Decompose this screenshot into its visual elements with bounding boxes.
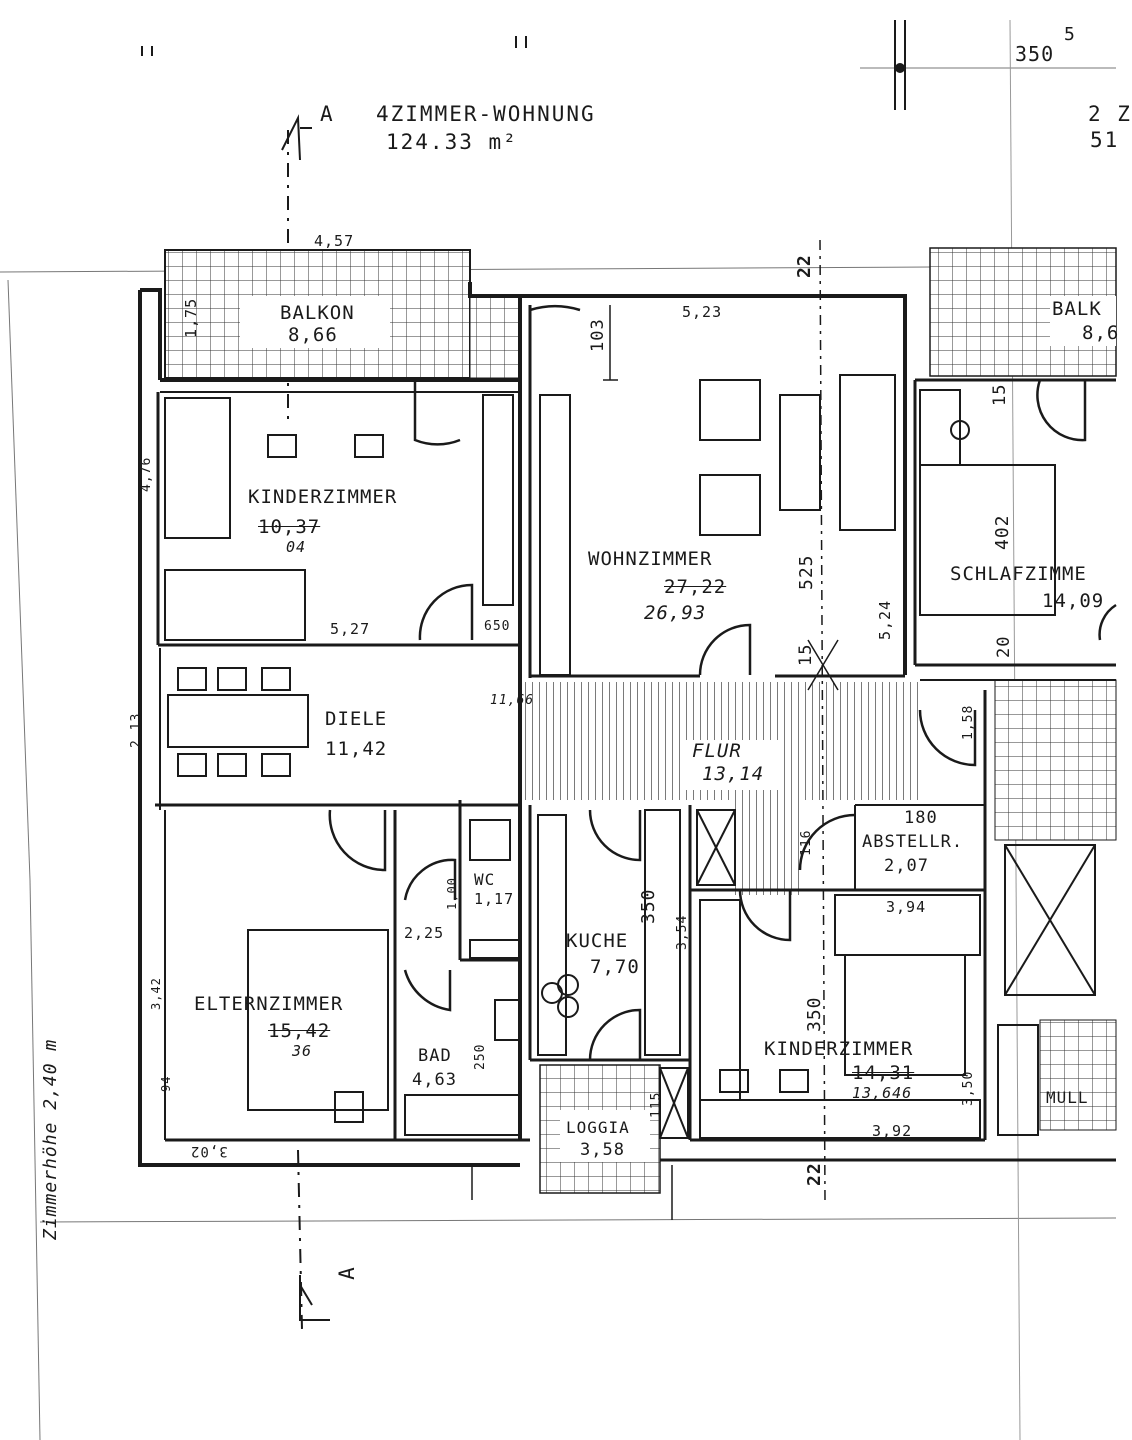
room-kuche-name: KUCHE bbox=[566, 930, 629, 952]
room-schlafzimmer-area: 14,09 bbox=[1042, 590, 1105, 612]
dim-350-kuche: 350 bbox=[638, 888, 659, 924]
room-kinderzimmer-1-area: 10,37 bbox=[258, 516, 321, 538]
dim-22-top: 22 bbox=[794, 254, 815, 278]
dim-524: 5,24 bbox=[876, 599, 894, 640]
room-balkon-name: BALKON bbox=[280, 302, 355, 324]
right-plan-title: 2 Z bbox=[1088, 102, 1132, 126]
room-wohnzimmer-name: WOHNZIMMER bbox=[588, 548, 713, 570]
room-wc-area: 1,17 bbox=[474, 890, 515, 908]
top-ticks bbox=[141, 20, 906, 110]
section-mark-top: A bbox=[320, 102, 335, 126]
room-kinderzimmer-1-corrected: 04 bbox=[286, 538, 307, 556]
dim-94: 94 bbox=[159, 1075, 173, 1092]
dim-350-kinderzimmer: 350 bbox=[804, 996, 825, 1032]
dim-476: 4,76 bbox=[139, 456, 154, 492]
room-elternzimmer-area: 15,42 bbox=[268, 1020, 331, 1042]
dim-1166: 11,66 bbox=[490, 693, 535, 708]
room-balkon-right-area: 8,6 bbox=[1082, 322, 1120, 344]
flur-hatch bbox=[520, 682, 920, 895]
room-loggia-area: 3,58 bbox=[580, 1140, 625, 1160]
room-diele-area: 11,42 bbox=[325, 738, 388, 760]
room-kinderzimmer-1-name: KINDERZIMMER bbox=[248, 486, 398, 508]
dim-394: 3,94 bbox=[886, 898, 927, 916]
room-mull-name: MULL bbox=[1046, 1088, 1089, 1107]
dim-158: 1,58 bbox=[961, 704, 976, 740]
dim-402: 402 bbox=[992, 514, 1013, 550]
dim-354: 3,54 bbox=[675, 914, 690, 950]
dim-225: 2,25 bbox=[404, 924, 445, 942]
room-balkon-area: 8,66 bbox=[288, 324, 338, 346]
dim-350-right: 3,50 bbox=[961, 1070, 976, 1106]
dim-100: 1,00 bbox=[445, 877, 459, 910]
walls bbox=[138, 282, 1116, 1167]
room-abstellr-name: ABSTELLR. bbox=[862, 832, 964, 852]
room-loggia-name: LOGGIA bbox=[566, 1118, 630, 1137]
dim-180: 180 bbox=[904, 808, 938, 828]
dim-116: 116 bbox=[799, 829, 814, 856]
room-bad-name: BAD bbox=[418, 1046, 452, 1066]
dim-650: 650 bbox=[484, 619, 511, 634]
dim-115: 115 bbox=[649, 1091, 664, 1118]
dim-22-bottom: 22 bbox=[804, 1162, 825, 1186]
room-elternzimmer-corrected: 36 bbox=[292, 1042, 313, 1060]
room-kuche-area: 7,70 bbox=[590, 956, 640, 978]
section-mark-bottom: A bbox=[334, 1265, 359, 1280]
room-diele-name: DIELE bbox=[325, 708, 388, 730]
room-wohnzimmer-corrected: 26,93 bbox=[644, 602, 707, 624]
room-elternzimmer-name: ELTERNZIMMER bbox=[194, 993, 344, 1015]
dim-15-flur: 15 bbox=[796, 643, 816, 666]
plan-title: 4ZIMMER-WOHNUNG bbox=[376, 102, 596, 126]
right-tiles bbox=[994, 679, 1117, 841]
room-balkon-right-name: BALK bbox=[1052, 298, 1102, 320]
dim-103: 103 bbox=[588, 318, 608, 352]
room-kinderzimmer-2-name: KINDERZIMMER bbox=[764, 1038, 914, 1060]
room-wohnzimmer-area: 27,22 bbox=[664, 576, 727, 598]
room-kinderzimmer-2-area: 14,31 bbox=[852, 1062, 915, 1084]
plan-area: 124.33 m² bbox=[386, 130, 518, 154]
room-wc-name: WC bbox=[474, 870, 496, 889]
room-kinderzimmer-2-corrected: 13,646 bbox=[852, 1084, 913, 1102]
dim-527: 5,27 bbox=[330, 620, 371, 638]
room-abstellr-area: 2,07 bbox=[884, 856, 929, 876]
dim-213: 2,13 bbox=[129, 712, 144, 748]
dim-342: 3,42 bbox=[149, 977, 163, 1010]
furniture bbox=[164, 374, 1096, 1139]
dim-457: 4,57 bbox=[314, 232, 355, 250]
room-bad-area: 4,63 bbox=[412, 1070, 457, 1090]
balkon-tiles bbox=[164, 247, 1117, 379]
dimension-lines bbox=[471, 239, 839, 1220]
room-flur-name: FLUR bbox=[692, 740, 742, 762]
dim-392: 3,92 bbox=[872, 1122, 913, 1140]
dim-302: 3,02 bbox=[190, 1143, 228, 1159]
dim-15-schlaf: 15 bbox=[990, 383, 1010, 406]
ceiling-height-note: Zimmerhöhe 2,40 m bbox=[40, 1038, 61, 1240]
dim-350-top: 350 bbox=[1015, 42, 1055, 66]
room-schlafzimmer-name: SCHLAFZIMME bbox=[950, 563, 1087, 585]
dim-20: 20 bbox=[994, 635, 1014, 658]
dim-5-top: 5 bbox=[1064, 24, 1076, 45]
room-flur-area: 13,14 bbox=[702, 763, 765, 785]
right-plan-area: 51 bbox=[1090, 128, 1120, 152]
dim-525: 525 bbox=[796, 554, 817, 590]
dim-250: 250 bbox=[473, 1043, 488, 1070]
dim-523: 5,23 bbox=[682, 303, 723, 321]
doors bbox=[328, 305, 1117, 1061]
dim-175: 1,75 bbox=[182, 297, 200, 338]
